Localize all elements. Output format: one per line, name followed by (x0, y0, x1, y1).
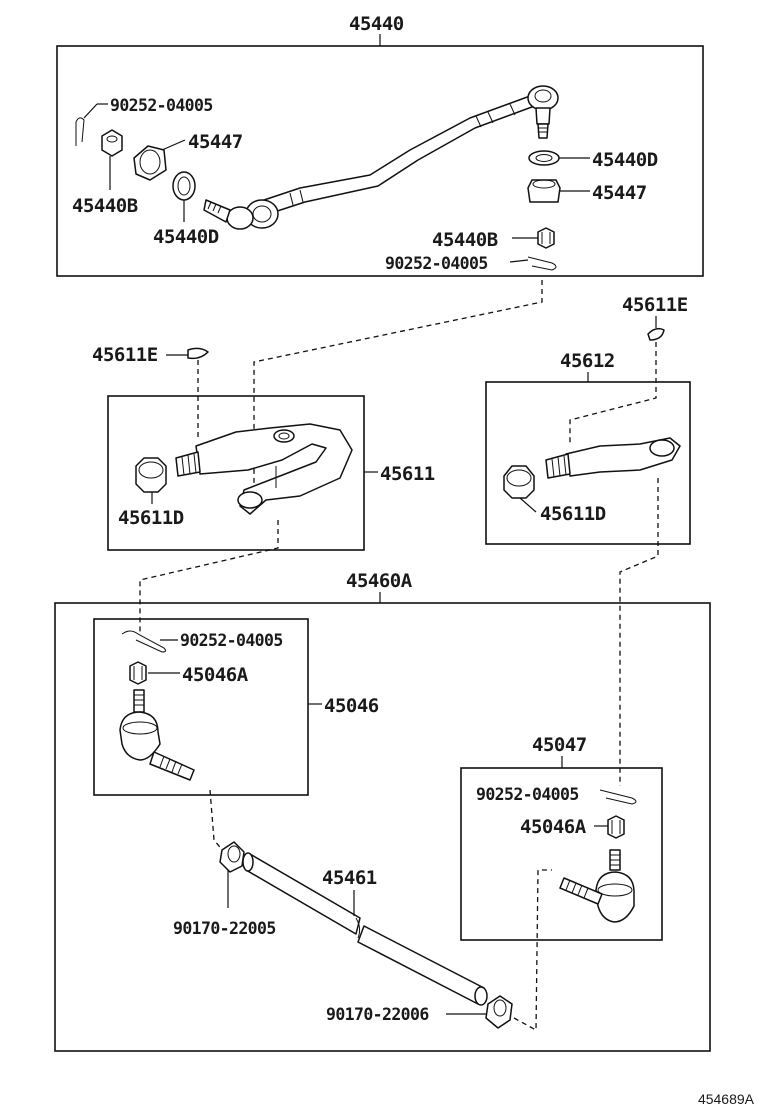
connector-pitman-to-relay (139, 520, 279, 632)
clamp-drawing-right (485, 995, 513, 1029)
cotter-pin-drawing-top-right (527, 256, 557, 271)
tie-rod-drawing (203, 85, 559, 230)
relay-tube-drawing (242, 852, 488, 1006)
label-cotter-pin-top-right: 90252-04005 (385, 254, 488, 273)
key-drawing-right (647, 327, 665, 341)
label-nut-mid-right: 45046A (520, 816, 587, 838)
label-tie-rod-assembly: 45440 (349, 13, 404, 35)
label-seal-top-left: 45440D (153, 226, 219, 248)
label-key-left: 45611E (92, 344, 158, 366)
boot-drawing-top-right (527, 179, 561, 203)
label-boot-top-left: 45447 (188, 131, 243, 153)
seal-drawing-top-left (172, 171, 196, 201)
clamp-drawing-left (219, 841, 245, 873)
label-relay-tube: 45461 (322, 867, 377, 889)
label-nut-top-right: 45440B (432, 229, 498, 251)
label-relay-rod-assembly: 45460A (346, 570, 413, 592)
idler-arm-drawing (545, 437, 681, 479)
box-pitman-arm (107, 395, 365, 551)
cotter-pin-drawing-mid-right (599, 789, 637, 805)
nut-drawing-top-left (101, 129, 123, 157)
dust-cover-drawing-right (503, 465, 535, 499)
label-tie-rod-end-right: 45047 (532, 734, 587, 756)
label-dust-cover-left: 45611D (118, 507, 184, 529)
label-seal-top-right: 45440D (592, 149, 658, 171)
label-cotter-pin-mid-right: 90252-04005 (476, 785, 579, 804)
box-tie-rod-end-right (460, 767, 663, 941)
box-relay-rod-assembly (54, 602, 711, 1052)
leader-boot-top-left (161, 139, 186, 151)
nut-drawing-top-right (537, 227, 555, 249)
leader-cotter-top-right (509, 259, 529, 263)
label-nut-top-left: 45440B (72, 195, 138, 217)
connector-ball-joint-left (209, 789, 225, 853)
box-tie-rod-assembly (56, 45, 704, 277)
cotter-pin-drawing-top-left (75, 117, 85, 146)
label-cotter-pin-mid-left: 90252-04005 (180, 631, 283, 650)
connector-key-right (569, 342, 657, 446)
label-pitman-arm: 45611 (380, 463, 435, 485)
nut-drawing-mid-right (607, 815, 625, 839)
dust-cover-drawing-left (135, 457, 167, 493)
leader-cotter-top-left (83, 103, 98, 119)
ball-joint-drawing-left (119, 689, 195, 781)
label-clamp-right: 90170-22006 (326, 1005, 429, 1024)
label-boot-top-right: 45447 (592, 182, 647, 204)
box-idler-arm (485, 381, 691, 545)
footer-code: 454689A (698, 1091, 755, 1107)
ball-joint-drawing-right (559, 849, 635, 923)
label-key-right: 45611E (622, 294, 688, 316)
pitman-arm-drawing (175, 423, 353, 515)
label-tie-rod-end-left: 45046 (324, 695, 379, 717)
seal-drawing-top-right (528, 150, 560, 166)
key-drawing-left (187, 347, 209, 360)
label-clamp-left: 90170-22005 (173, 919, 276, 938)
cotter-pin-drawing-mid-left (121, 630, 167, 653)
connector-idler-to-relay (619, 478, 659, 786)
label-cotter-pin-top-left: 90252-04005 (110, 96, 213, 115)
box-tie-rod-end-left (93, 618, 309, 796)
label-dust-cover-right: 45611D (540, 503, 606, 525)
boot-drawing-top-left (133, 145, 167, 181)
connector-ball-joint-right (513, 869, 552, 1032)
nut-drawing-mid-left (129, 661, 147, 685)
leader-dust-cover-right (519, 497, 537, 513)
label-idler-arm: 45612 (560, 350, 615, 372)
label-nut-mid-left: 45046A (182, 664, 249, 686)
